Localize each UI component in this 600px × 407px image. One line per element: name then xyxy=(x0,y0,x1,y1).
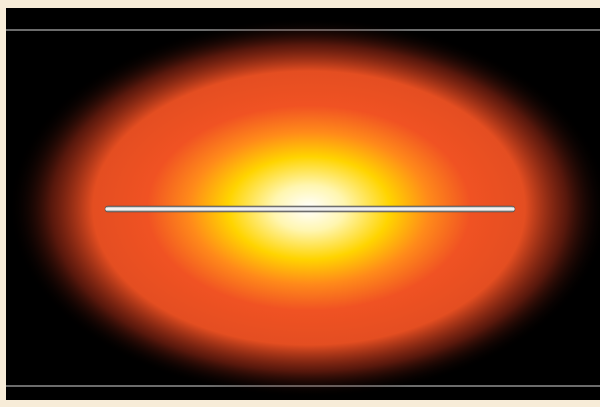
image-frame xyxy=(6,8,600,400)
rod xyxy=(104,205,516,213)
scene-canvas xyxy=(6,8,600,400)
rod-body xyxy=(104,205,516,213)
